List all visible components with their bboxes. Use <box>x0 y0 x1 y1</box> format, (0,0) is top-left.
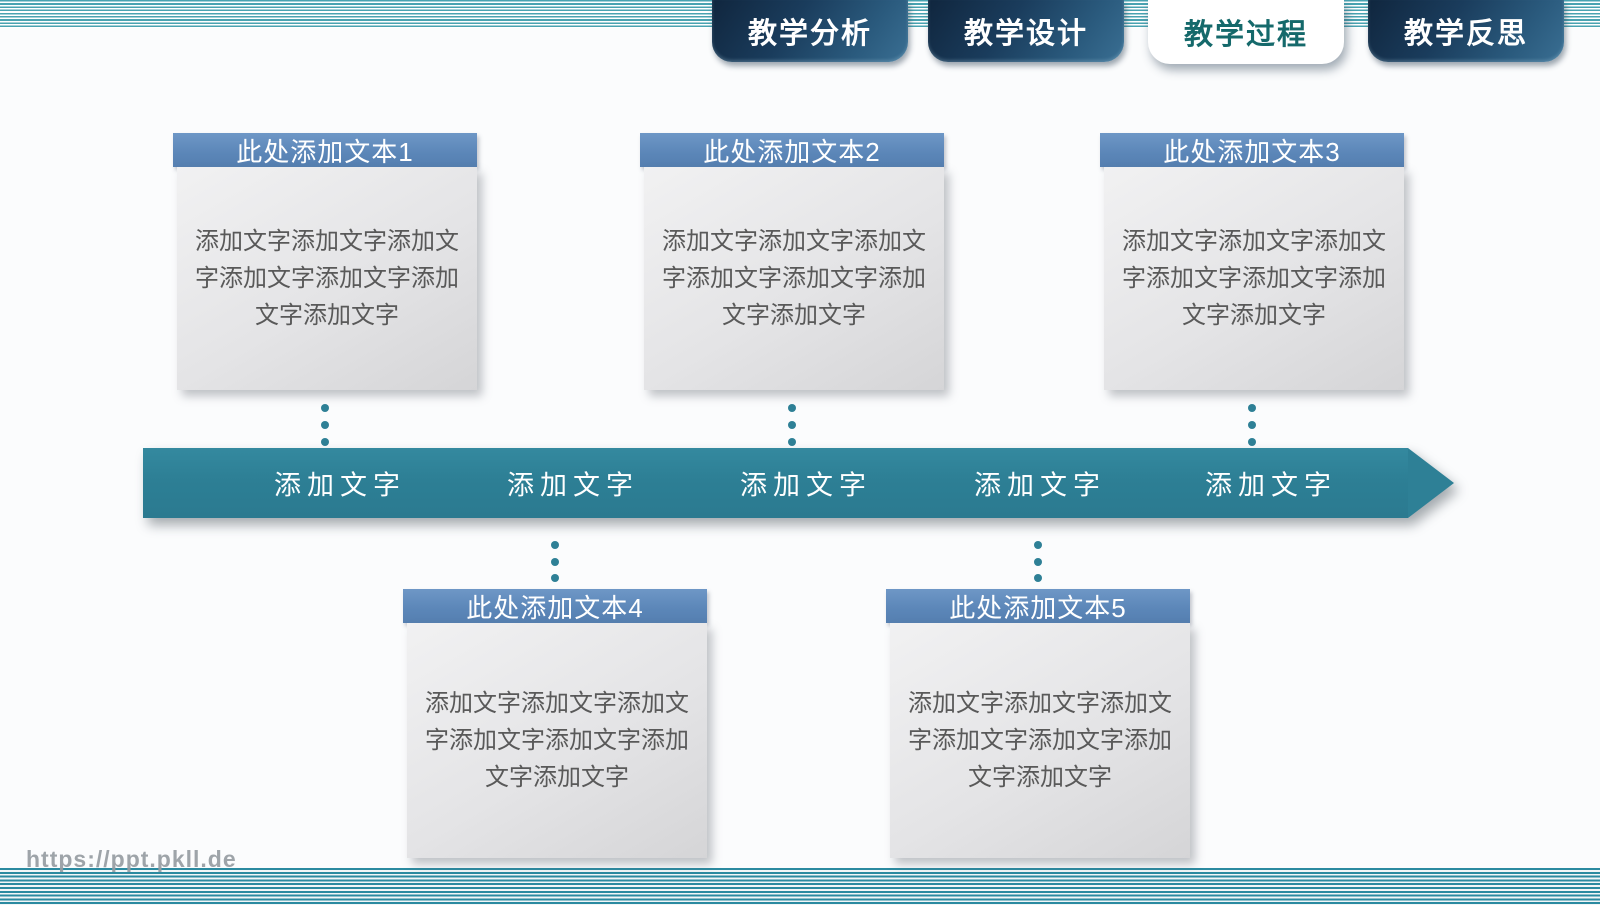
tab-label: 教学分析 <box>747 18 872 50</box>
card-4-line-2: 字添加文字添加文字添加 <box>425 727 689 754</box>
card-4-header: 此处添加文本4 <box>403 589 707 623</box>
card-5-line-2: 字添加文字添加文字添加 <box>908 727 1172 754</box>
connector-dots <box>321 404 329 446</box>
card-1-line-1: 添加文字添加文字添加文 <box>195 228 459 255</box>
card-5-body: 添加文字添加文字添加文 字添加文字添加文字添加 文字添加文字 <box>890 623 1190 858</box>
tab-label: 教学过程 <box>1183 19 1308 51</box>
arrow-head <box>1408 448 1454 518</box>
arrow-step-label-5: 添加文字 <box>1205 470 1337 501</box>
card-3-line-1: 添加文字添加文字添加文 <box>1122 228 1386 255</box>
arrow-step-label-4: 添加文字 <box>974 470 1106 501</box>
card-5-line-1: 添加文字添加文字添加文 <box>908 690 1172 717</box>
card-1-line-3: 文字添加文字 <box>255 302 399 329</box>
bottom-stripe-band <box>0 868 1600 905</box>
text-card-2: 此处添加文本2 添加文字添加文字添加文 字添加文字添加文字添加 文字添加文字 <box>640 133 944 390</box>
tab-label: 教学设计 <box>963 18 1088 50</box>
tab-teaching-analysis[interactable]: 教学分析 <box>712 0 908 62</box>
card-5-header: 此处添加文本5 <box>886 589 1190 623</box>
timeline-arrow-bar: 添加文字 添加文字 添加文字 添加文字 添加文字 <box>143 448 1454 518</box>
tab-teaching-process-active[interactable]: 教学过程 <box>1148 0 1344 64</box>
card-4-line-1: 添加文字添加文字添加文 <box>425 690 689 717</box>
arrow-step-label-3: 添加文字 <box>740 470 872 501</box>
timeline-arrow: 添加文字 添加文字 添加文字 添加文字 添加文字 <box>143 448 1454 518</box>
text-card-3: 此处添加文本3 添加文字添加文字添加文 字添加文字添加文字添加 文字添加文字 <box>1100 133 1404 390</box>
connector-dots <box>1248 404 1256 446</box>
card-3-header: 此处添加文本3 <box>1100 133 1404 167</box>
text-card-4: 此处添加文本4 添加文字添加文字添加文 字添加文字添加文字添加 文字添加文字 <box>403 589 707 858</box>
card-2-line-3: 文字添加文字 <box>722 302 866 329</box>
card-1-header: 此处添加文本1 <box>173 133 477 167</box>
text-card-5: 此处添加文本5 添加文字添加文字添加文 字添加文字添加文字添加 文字添加文字 <box>886 589 1190 858</box>
card-3-body: 添加文字添加文字添加文 字添加文字添加文字添加 文字添加文字 <box>1104 167 1404 390</box>
arrow-step-label-2: 添加文字 <box>507 470 639 501</box>
card-1-line-2: 字添加文字添加文字添加 <box>195 265 459 292</box>
card-4-body: 添加文字添加文字添加文 字添加文字添加文字添加 文字添加文字 <box>407 623 707 858</box>
card-5-line-3: 文字添加文字 <box>968 764 1112 791</box>
card-2-line-2: 字添加文字添加文字添加 <box>662 265 926 292</box>
tab-label: 教学反思 <box>1403 18 1528 50</box>
tab-teaching-reflection[interactable]: 教学反思 <box>1368 0 1564 62</box>
tab-teaching-design[interactable]: 教学设计 <box>928 0 1124 62</box>
card-2-body: 添加文字添加文字添加文 字添加文字添加文字添加 文字添加文字 <box>644 167 944 390</box>
card-4-line-3: 文字添加文字 <box>485 764 629 791</box>
card-1-body: 添加文字添加文字添加文 字添加文字添加文字添加 文字添加文字 <box>177 167 477 390</box>
card-2-header: 此处添加文本2 <box>640 133 944 167</box>
card-3-line-2: 字添加文字添加文字添加 <box>1122 265 1386 292</box>
card-2-line-1: 添加文字添加文字添加文 <box>662 228 926 255</box>
text-card-1: 此处添加文本1 添加文字添加文字添加文 字添加文字添加文字添加 文字添加文字 <box>173 133 477 390</box>
connector-dots <box>788 404 796 446</box>
arrow-step-label-1: 添加文字 <box>274 470 406 501</box>
watermark-url: https://ppt.pkll.de <box>26 846 237 872</box>
card-3-line-3: 文字添加文字 <box>1182 302 1326 329</box>
